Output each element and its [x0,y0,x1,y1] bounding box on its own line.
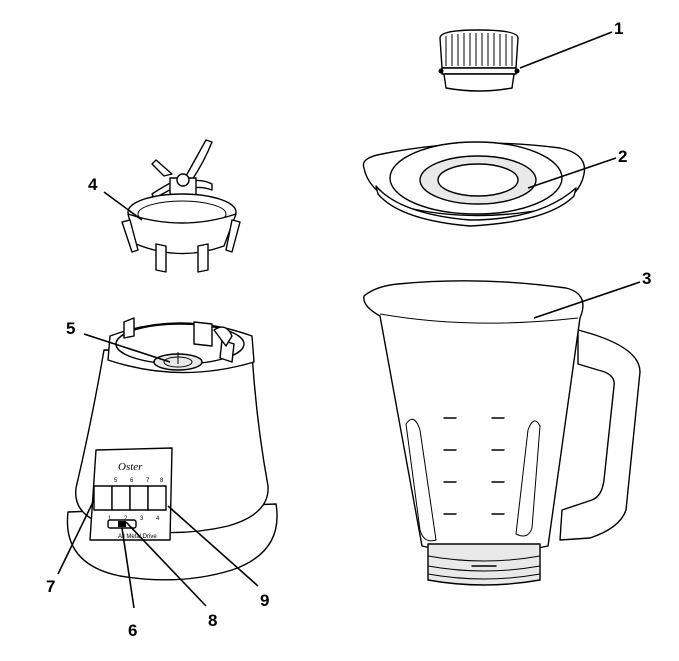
filler-cap [438,29,520,92]
callout-4: 4 [88,175,98,194]
callout-3: 3 [642,269,651,288]
control-panel: Oster 5 6 7 8 1 2 3 4 All Metal Drive [89,447,173,541]
speed-number: 2 [124,516,128,522]
blender-lid [362,141,586,227]
callout-8: 8 [208,611,217,630]
leader-lines [57,31,641,609]
callout-2: 2 [618,147,627,166]
speed-number: 3 [140,516,144,522]
speed-number: 1 [108,516,112,522]
callout-7: 7 [46,577,55,596]
callout-5: 5 [66,319,75,338]
pulse-label: All Metal Drive [118,534,157,540]
speed-number: 8 [160,478,164,484]
measurement-marks [443,417,505,515]
blade-assembly [121,139,241,273]
callout-1: 1 [614,19,623,38]
callout-9: 9 [260,591,269,610]
brand-logo-text: Oster [118,461,143,473]
blender-jar [363,280,641,586]
speed-number: 5 [114,478,118,484]
speed-number: 7 [146,478,150,484]
speed-number: 4 [156,516,160,522]
speed-button-3[interactable] [129,485,149,511]
callout-6: 6 [128,621,137,640]
pulse-switch-knob[interactable] [118,521,126,527]
callout-labels: 1 2 3 4 5 6 7 8 9 [46,19,651,640]
speed-number: 6 [130,478,134,484]
cap-grip-ridges [445,33,513,66]
speed-button-1[interactable] [93,485,113,511]
speed-button-4[interactable] [147,485,167,511]
speed-button-2[interactable] [111,485,131,511]
